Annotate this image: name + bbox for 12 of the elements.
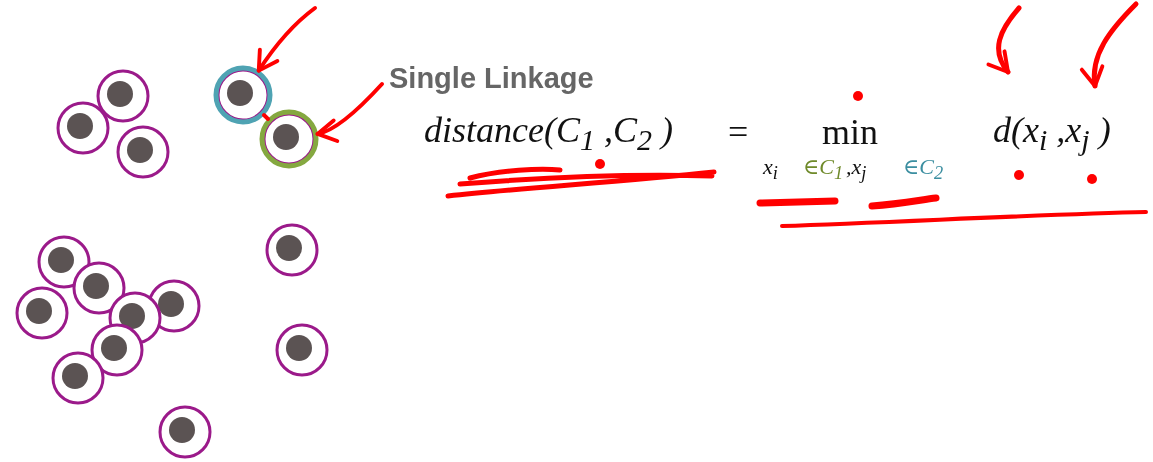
arrow [256, 6, 317, 73]
arrow [315, 82, 384, 142]
subscript-text: x$_{i}$ [763, 156, 778, 183]
formula-text: distance(C$_{1}$ ,C$_{2}$ ) [424, 112, 673, 156]
min-operator: min [822, 114, 878, 150]
formula-text: d(x$_{i}$ ,x$_{j}$ ) [993, 112, 1111, 156]
equals-sign: = [728, 114, 749, 150]
connector-line [261, 113, 271, 121]
subscript-text: ∈C$_{2}$ [903, 156, 944, 183]
subscript-text: ∈C$_{1}$ [803, 156, 844, 183]
title: Single Linkage [389, 64, 594, 93]
subscript-text: ,x$_{j}$ [846, 156, 867, 183]
